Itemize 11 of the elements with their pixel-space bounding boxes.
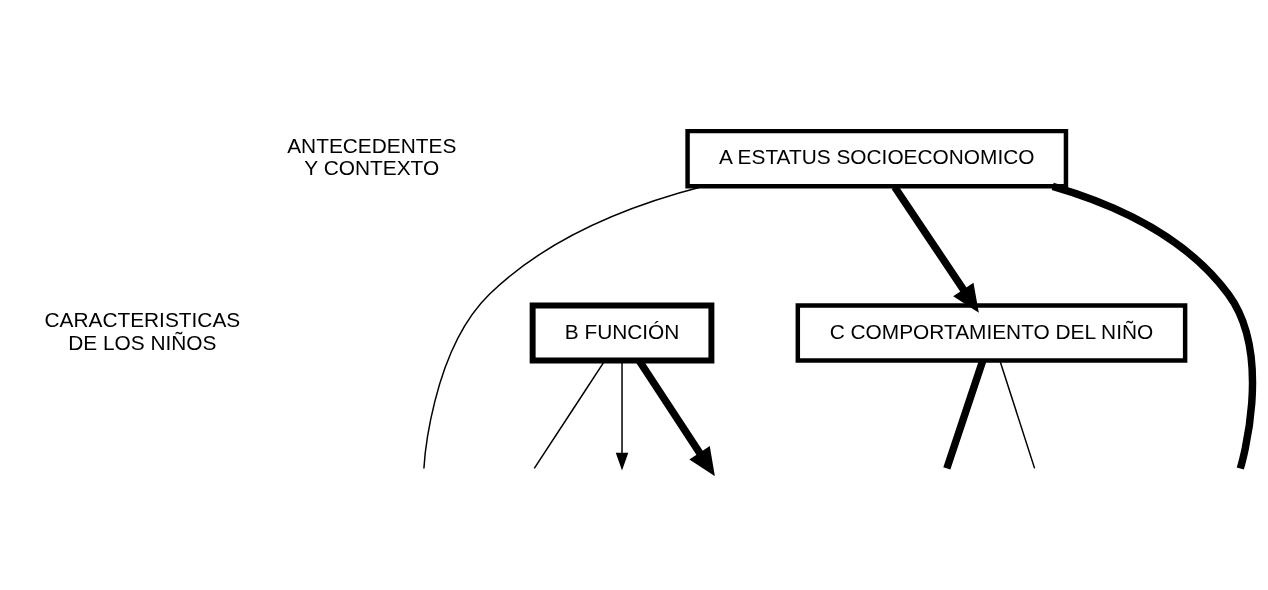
connector [943,359,987,470]
connector [1051,182,1257,470]
node-box: A ESTATUS SOCIOECONOMICO [685,128,1069,189]
arrow [615,360,629,471]
connector [999,360,1036,470]
node-box: C COMPORTAMIENTO DEL NIÑO [795,303,1188,363]
node-box: B FUNCIÓN [529,302,715,364]
connector [533,360,606,470]
connector [423,185,705,470]
label: CARACTERISTICAS DE LOS NIÑOS [44,308,241,354]
label: ANTECEDENTES Y CONTEXTO [287,134,457,180]
